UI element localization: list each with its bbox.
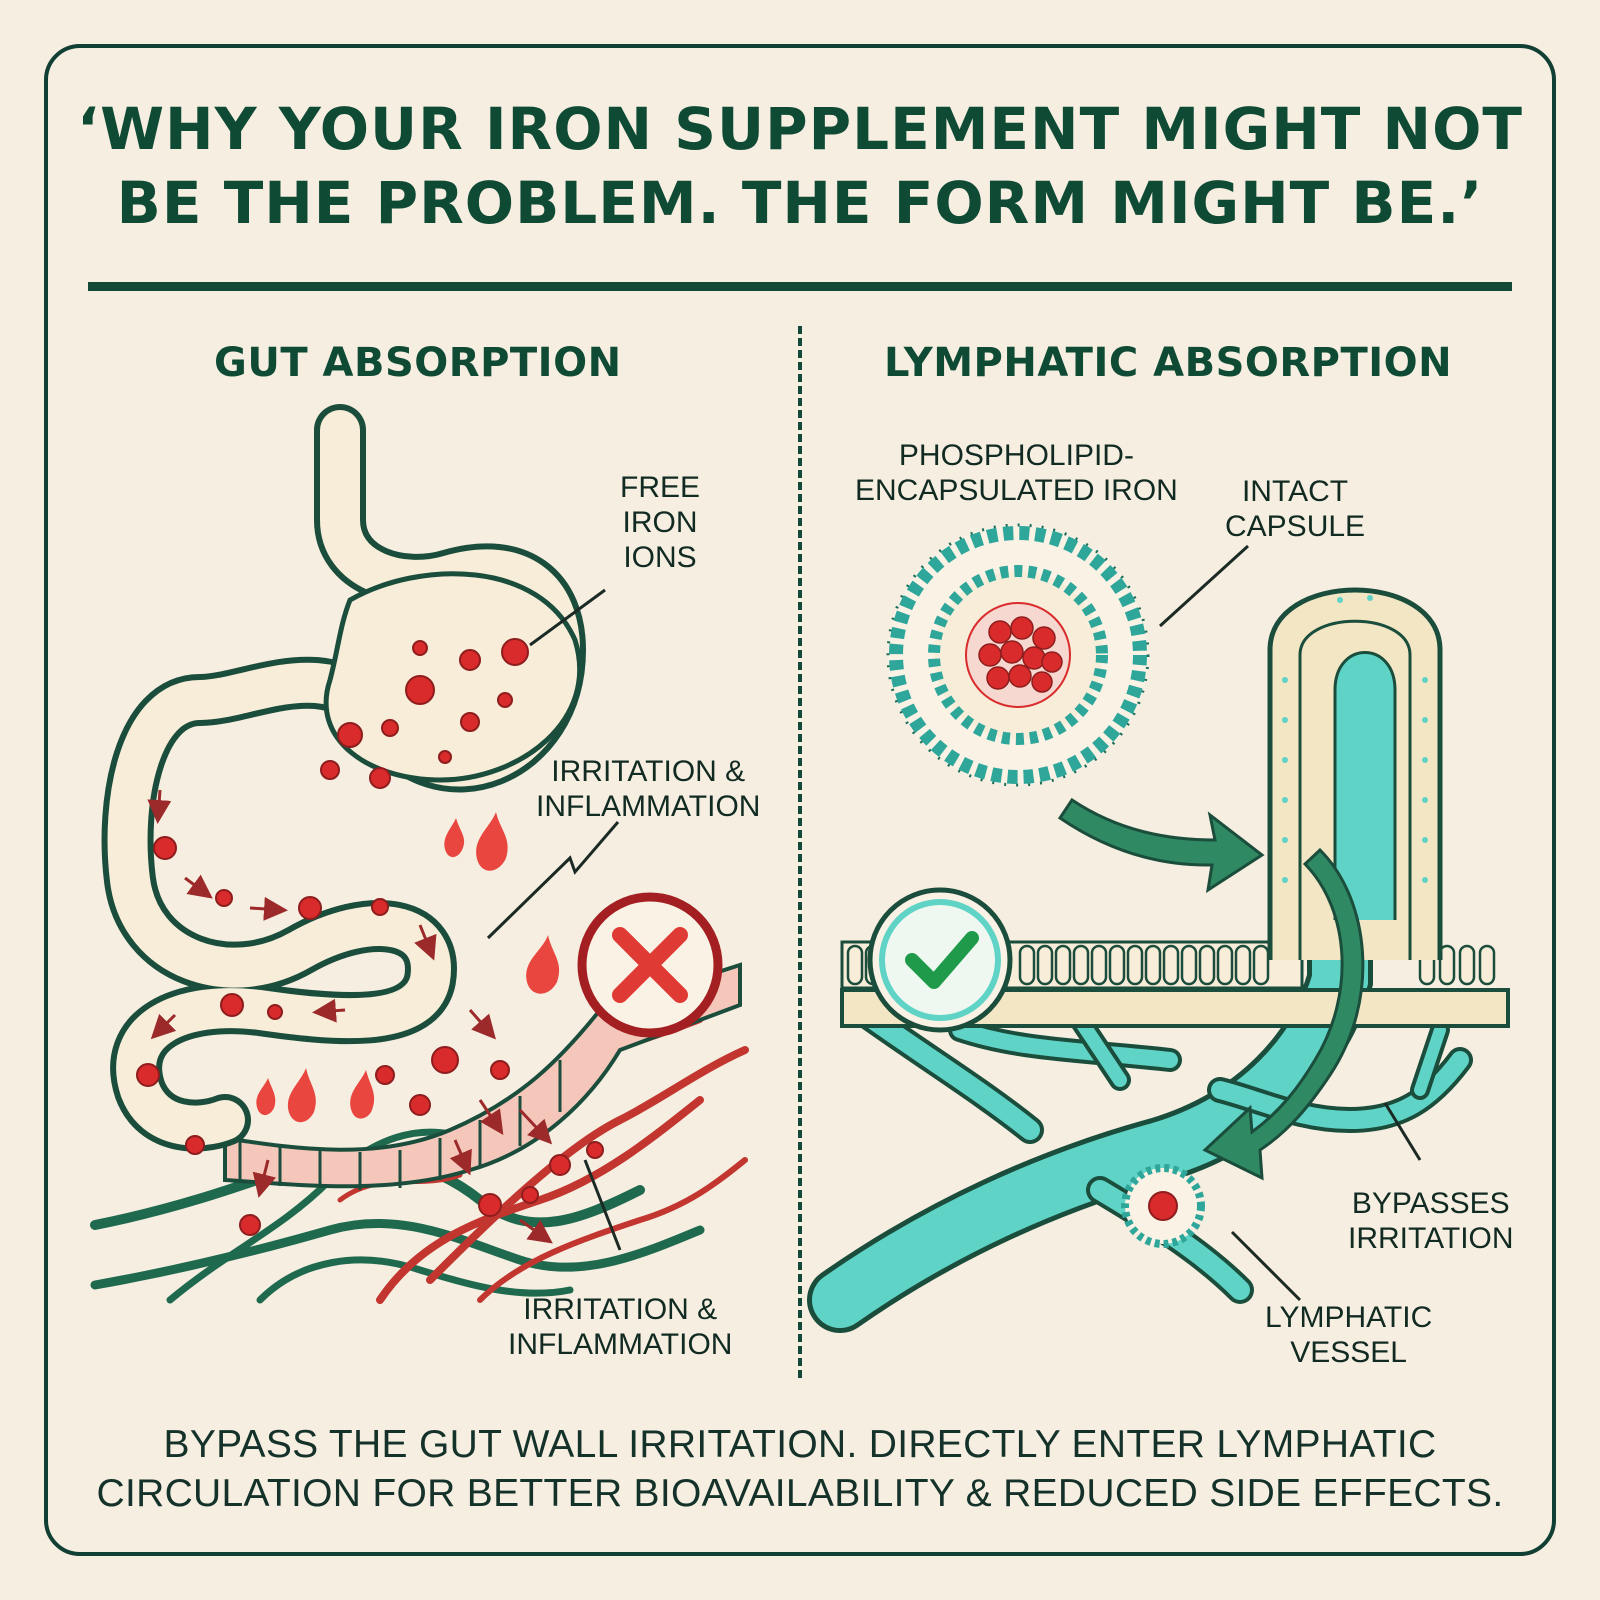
x-mark-icon — [577, 892, 723, 1038]
label-irritation-inflammation-bottom: IRRITATION &INFLAMMATION — [508, 1293, 733, 1361]
phospholipid-capsule — [886, 523, 1150, 787]
footer-caption: BYPASS THE GUT WALL IRRITATION. DIRECTLY… — [96, 1423, 1504, 1515]
absorption-arrows — [1057, 797, 1365, 1181]
panel-divider — [798, 326, 802, 1378]
check-mark-icon — [867, 887, 1013, 1033]
title-divider — [88, 282, 1512, 291]
label-phospholipid-encapsulated-iron: PHOSPHOLIPID-ENCAPSULATED IRON — [855, 439, 1178, 507]
lymphatic-absorption-heading: LYMPHATIC ABSORPTION — [884, 340, 1453, 386]
right-leader-lines — [1158, 544, 1422, 1302]
free-iron-ions — [136, 638, 604, 1236]
stomach-intestine-illustration — [90, 404, 749, 1304]
iron-flow-arrows — [147, 789, 553, 1244]
left-leader-lines — [486, 588, 622, 1251]
gut-absorption-heading: GUT ABSORPTION — [214, 340, 622, 386]
poster-title: ‘WHY YOUR IRON SUPPLEMENT MIGHT NOT BE T… — [77, 95, 1523, 237]
capsule-in-vessel — [1121, 1164, 1205, 1248]
lymphatic-illustration — [807, 523, 1510, 1333]
digestive-tract — [101, 404, 586, 1152]
label-irritation-inflammation-top: IRRITATION &INFLAMMATION — [536, 755, 761, 823]
inflammation-flame-icons — [256, 812, 560, 1123]
poster-frame — [44, 44, 1556, 1556]
